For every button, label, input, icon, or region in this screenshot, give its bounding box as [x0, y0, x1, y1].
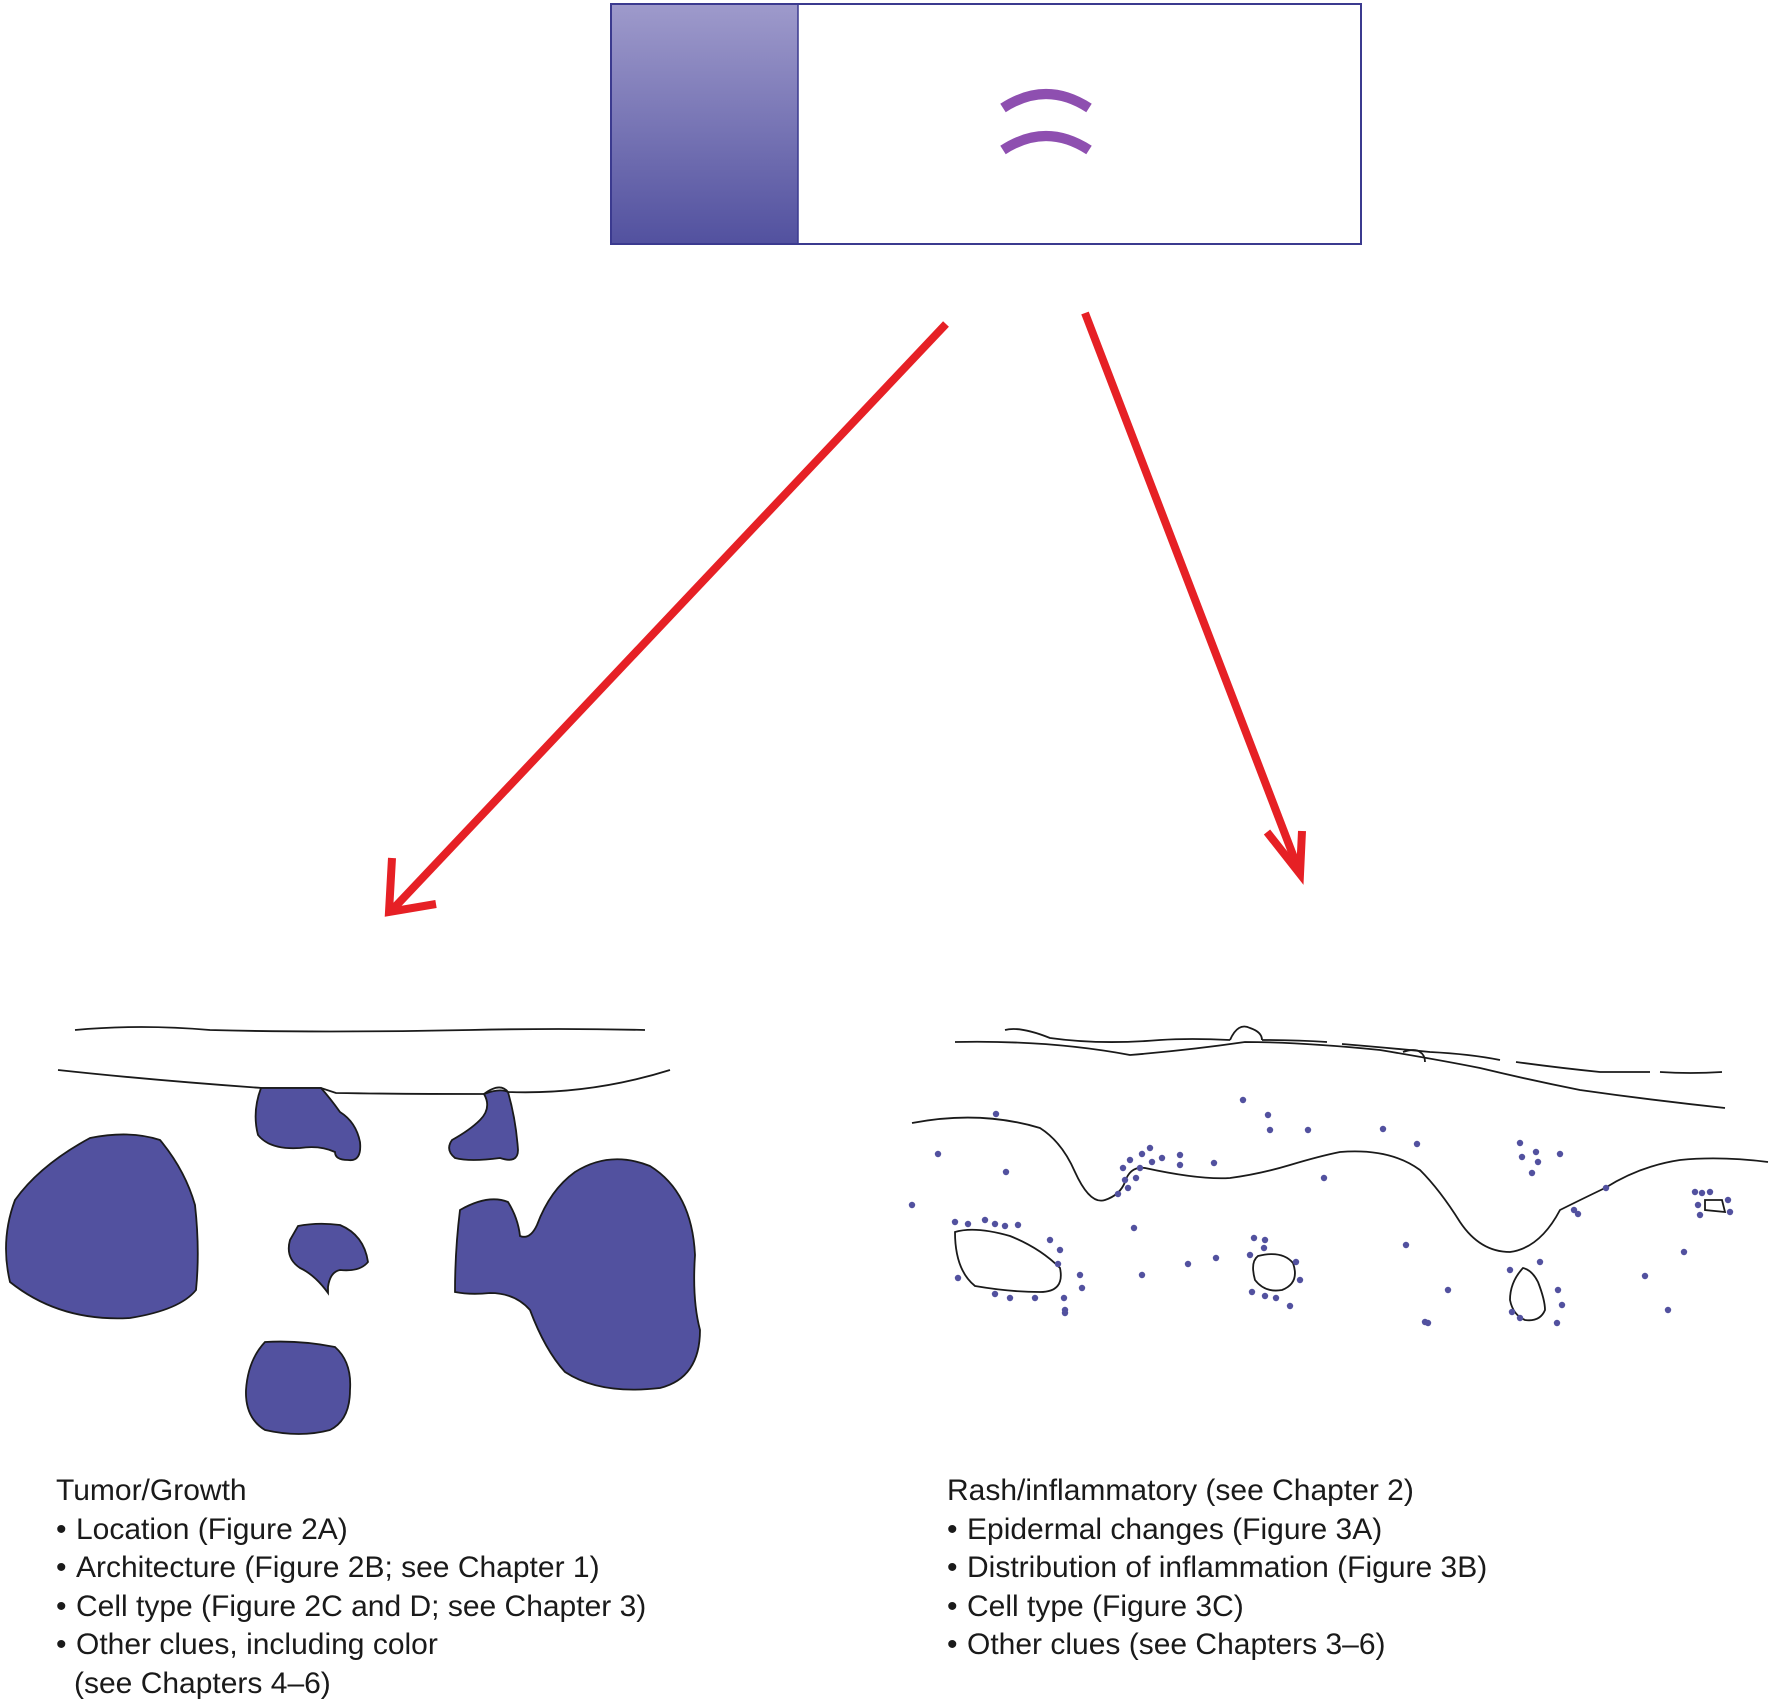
rash-item-distribution: Distribution of inflammation (Figure 3B) — [947, 1549, 1487, 1588]
slide-label-area — [611, 4, 798, 244]
tumor-item-other-clues-continuation: (see Chapters 4–6) — [74, 1666, 331, 1700]
arrow-to-tumor — [384, 321, 949, 917]
tumor-item-cell-type: Cell type (Figure 2C and D; see Chapter … — [56, 1588, 646, 1627]
rash-inflammatory-list: Epidermal changes (Figure 3A) Distributi… — [947, 1511, 1487, 1665]
rash-item-cell-type: Cell type (Figure 3C) — [947, 1588, 1487, 1627]
rash-inflammatory-caption: Rash/inflammatory (see Chapter 2) Epider… — [947, 1472, 1487, 1665]
tumor-illustration — [5, 1026, 701, 1435]
tumor-item-architecture: Architecture (Figure 2B; see Chapter 1) — [56, 1549, 646, 1588]
tumor-growth-list: Location (Figure 2A) Architecture (Figur… — [56, 1511, 646, 1665]
tumor-growth-heading: Tumor/Growth — [56, 1474, 247, 1507]
rash-item-other-clues: Other clues (see Chapters 3–6) — [947, 1626, 1487, 1665]
rash-item-epidermal-changes: Epidermal changes (Figure 3A) — [947, 1511, 1487, 1550]
tissue-section-top — [1000, 89, 1092, 113]
rash-inflammatory-heading: Rash/inflammatory (see Chapter 2) — [947, 1474, 1414, 1507]
slide-outline — [610, 3, 1362, 245]
tissue-section-bottom — [1000, 131, 1092, 155]
arrow-to-rash — [1081, 311, 1306, 885]
tumor-growth-caption: Tumor/Growth Location (Figure 2A) Archit… — [56, 1472, 646, 1703]
tumor-item-location: Location (Figure 2A) — [56, 1511, 646, 1550]
rash-illustration — [908, 1025, 1769, 1327]
tumor-item-other-clues: Other clues, including color — [56, 1626, 646, 1665]
glass-slide — [610, 3, 1362, 245]
